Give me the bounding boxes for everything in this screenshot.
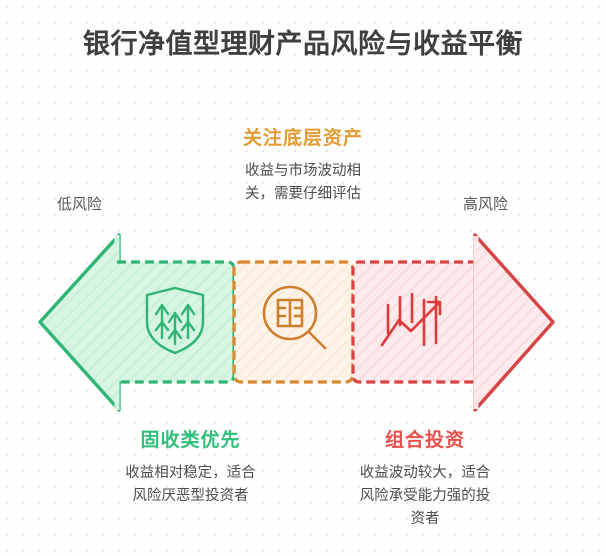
page-title: 银行净值型理财产品风险与收益平衡 [83, 29, 523, 59]
candlestick-trend-icon [380, 292, 442, 347]
low-risk-description: 收益相对稳定，适合 风险厌恶型投资者 [98, 462, 283, 508]
low-risk-description-line1: 收益相对稳定，适合 [125, 465, 256, 481]
high-risk-label: 高风险 [463, 196, 509, 213]
shield-arrows-icon [145, 286, 205, 355]
high-risk-body-border [351, 260, 477, 384]
low-risk-body-border [117, 260, 236, 384]
low-risk-label: 低风险 [57, 196, 103, 213]
middle-callout-description: 收益与市场波动相 关，需要仔细评估 [213, 160, 393, 206]
high-risk-body-fill [353, 262, 477, 382]
medium-risk-body-border [232, 260, 355, 384]
middle-callout-description-line2: 关，需要仔细评估 [245, 186, 361, 202]
medium-risk-body-fill [234, 262, 353, 382]
high-risk-heading: 组合投资 [384, 430, 465, 451]
bottom-left-callout: 固收类优先 收益相对稳定，适合 风险厌恶型投资者 [68, 428, 313, 508]
middle-callout-description-line1: 收益与市场波动相 [245, 163, 361, 179]
high-risk-description-line1: 收益波动较大，适合 [359, 465, 491, 481]
bottom-right-callout: 组合投资 收益波动较大，适合 风险承受能力强的投 资者 [300, 428, 550, 531]
magnifier-chart-icon [262, 285, 327, 350]
left-arrowhead [38, 233, 121, 412]
high-risk-description: 收益波动较大，适合 风险承受能力强的投 资者 [330, 462, 520, 531]
segment-medium-risk[interactable] [232, 260, 355, 384]
high-risk-description-line2: 风险承受能力强的投 [359, 488, 491, 504]
high-risk-description-line3: 资者 [410, 511, 440, 527]
low-risk-description-line2: 风险厌恶型投资者 [132, 488, 249, 504]
middle-callout-heading: 关注底层资产 [242, 128, 363, 149]
segment-high-risk[interactable] [351, 233, 555, 412]
low-risk-body-fill [117, 262, 234, 382]
middle-top-callout: 关注底层资产 收益与市场波动相 关，需要仔细评估 [176, 126, 430, 206]
low-risk-heading: 固收类优先 [140, 430, 241, 451]
right-arrowhead [473, 233, 555, 412]
segment-low-risk[interactable] [38, 233, 236, 412]
